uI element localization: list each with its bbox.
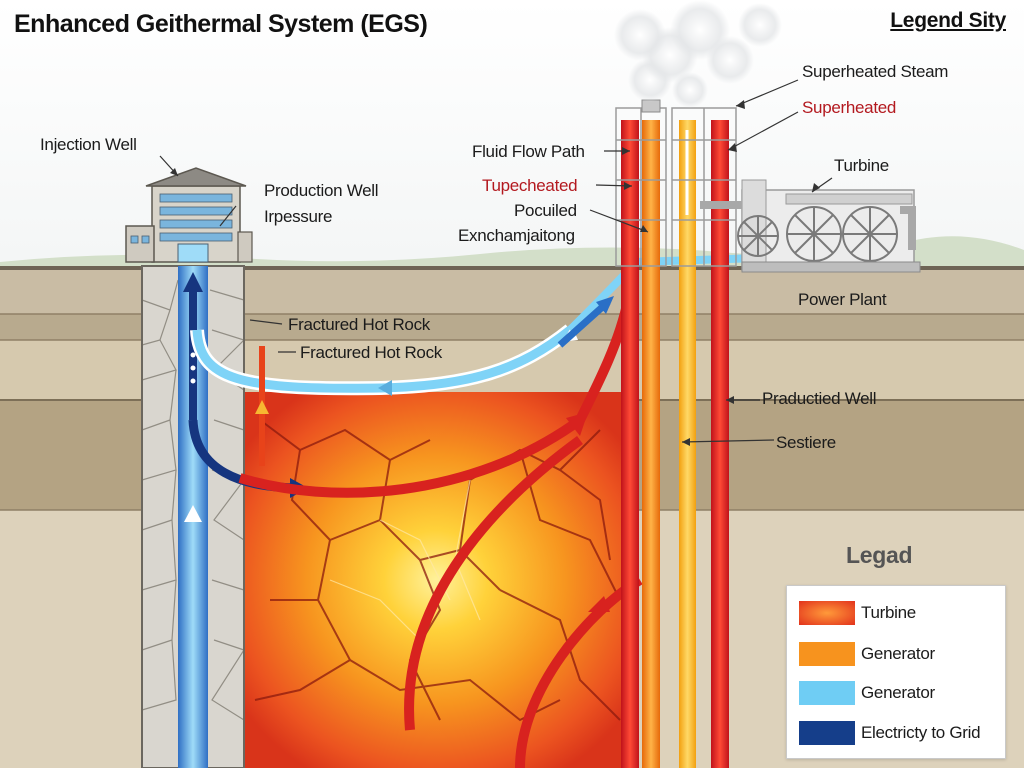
hot-flow-1 xyxy=(238,415,583,498)
legend-item-electricity: Electricty to Grid xyxy=(799,720,981,746)
label-power-plant: Power Plant xyxy=(798,290,887,309)
label-fractured-hot-rock-2: Fractured Hot Rock xyxy=(300,343,442,362)
legend-swatch-lightblue xyxy=(799,681,855,705)
label-irpessure: Irpessure xyxy=(264,207,333,226)
label-sestiere: Sestiere xyxy=(776,433,836,452)
legend-label: Turbine xyxy=(861,603,916,622)
legend-swatch-darkblue xyxy=(799,721,855,745)
legend-label: Generator xyxy=(861,683,935,702)
label-production-well: Production Well xyxy=(264,181,379,200)
ground-surface xyxy=(0,266,1024,270)
production-well-red-2 xyxy=(711,120,729,768)
legend-item-generator-blue: Generator xyxy=(799,680,935,706)
label-pocuiled: Pocuiled xyxy=(514,201,577,220)
production-well-red-1 xyxy=(621,120,639,768)
label-praductied-well: Praductied Well xyxy=(762,389,877,408)
label-superheated-steam: Superheated Steam xyxy=(802,62,949,81)
legend-label: Generator xyxy=(861,644,935,663)
label-exnchamjaitong: Exnchamjaitong xyxy=(458,226,575,245)
production-well-orange xyxy=(642,120,660,768)
legend-item-generator-orange: Generator xyxy=(799,641,935,667)
power-plant xyxy=(700,179,921,273)
legend-swatch-red xyxy=(799,601,855,625)
hot-flow-3 xyxy=(515,575,643,768)
label-tupecheated: Tupecheated xyxy=(482,176,578,195)
label-fluid-flow-path: Fluid Flow Path xyxy=(472,142,585,161)
legend-box: Turbine Generator Generator Electricty t… xyxy=(786,585,1006,759)
legend-header: Legend Sity xyxy=(890,9,1006,32)
steam-plume xyxy=(614,0,782,108)
legend-title: Legad xyxy=(846,542,913,568)
diagram-title: Enhanced Geithermal System (EGS) xyxy=(14,10,428,38)
legend-swatch-orange xyxy=(799,642,855,666)
hot-flow-2 xyxy=(404,435,583,731)
label-turbine: Turbine xyxy=(834,156,889,175)
injection-building xyxy=(125,167,253,263)
label-superheated: Superheated xyxy=(802,98,897,117)
well-towers xyxy=(615,107,737,267)
legend-item-turbine: Turbine xyxy=(799,600,916,626)
label-fractured-hot-rock-1: Fractured Hot Rock xyxy=(288,315,430,334)
label-injection-well: Injection Well xyxy=(40,135,137,154)
injection-arrow-up xyxy=(183,272,203,292)
legend-label: Electricty to Grid xyxy=(861,723,981,742)
rock-fractures xyxy=(254,419,621,722)
